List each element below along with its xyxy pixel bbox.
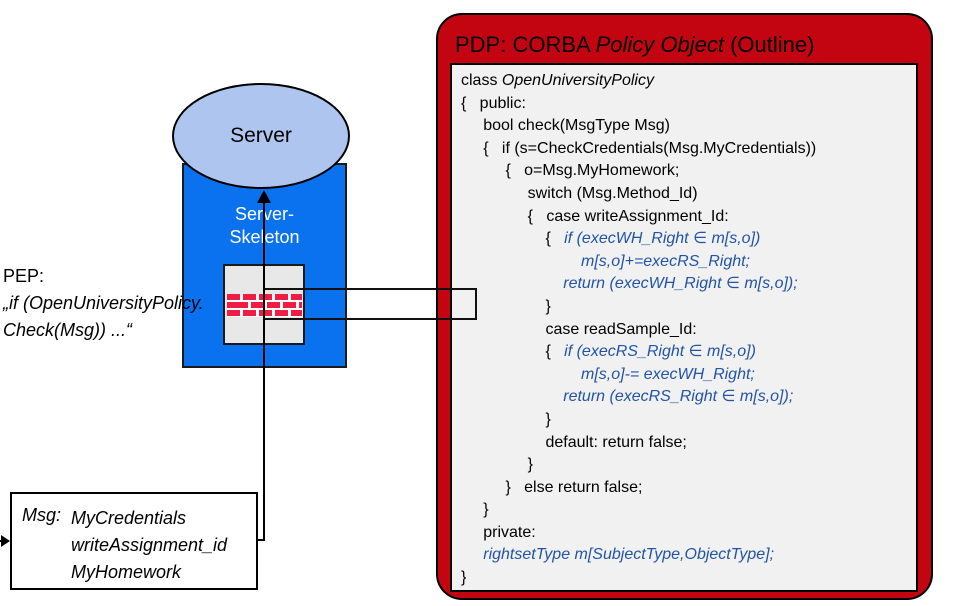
- message-flow-elbow: [256, 539, 265, 541]
- code-line: }: [461, 501, 489, 519]
- code-line: rightsetType m[SubjectType,ObjectType];: [483, 546, 775, 564]
- pep-caption-line1: PEP:: [3, 266, 45, 286]
- code-line: bool check(MsgType Msg): [461, 117, 670, 135]
- pdp-title: PDP: CORBA Policy Object (Outline): [455, 32, 815, 57]
- code-line: { if (execRS_Right ∈ m[s,o]): [461, 343, 756, 361]
- msg-field: MyCredentials: [71, 508, 187, 528]
- code-line: { o=Msg.MyHomework;: [461, 162, 680, 180]
- pep-caption-line2: „if (OpenUniversityPolicy.: [3, 293, 204, 313]
- msg-box: [10, 492, 258, 590]
- message-flow-line: [263, 203, 265, 541]
- code-line: m[s,o]-= execWH_Right;: [581, 365, 755, 383]
- code-line: } else return false;: [461, 478, 643, 496]
- code-line: m[s,o]+=execRS_Right;: [581, 252, 750, 270]
- code-line: return (execWH_Right ∈ m[s,o]);: [563, 275, 798, 293]
- code-lines: class OpenUniversityPolicy { public: bool…: [461, 70, 916, 590]
- code-line: }: [461, 569, 467, 587]
- code-line: { case writeAssignment_Id:: [461, 207, 729, 225]
- code-line: { public:: [461, 94, 526, 112]
- code-line: { if (s=CheckCredentials(Msg.MyCredentia…: [461, 139, 817, 157]
- msg-field: MyHomework: [71, 561, 182, 582]
- msg-field: writeAssignment_id: [71, 534, 228, 555]
- server-label: Server: [230, 124, 292, 147]
- code-line: }: [461, 410, 551, 428]
- code-line: private:: [461, 523, 536, 541]
- server-ellipse: Server: [172, 83, 350, 189]
- code-line: default: return false;: [461, 433, 687, 451]
- code-line: class OpenUniversityPolicy: [461, 72, 654, 89]
- code-line: }: [461, 297, 551, 315]
- code-line: case readSample_Id:: [461, 320, 697, 338]
- message-flow-arrowhead-icon: [257, 190, 271, 203]
- code-line: { if (execWH_Right ∈ m[s,o]): [461, 230, 761, 248]
- policy-code-panel: class OpenUniversityPolicy { public: bool…: [450, 63, 918, 592]
- pep-caption: PEP: „if (OpenUniversityPolicy. Check(Ms…: [3, 263, 253, 344]
- msg-label: Msg:: [22, 505, 62, 525]
- pep-caption-line3: Check(Msg)) ...“: [3, 320, 133, 340]
- code-line: return (execRS_Right ∈ m[s,o]);: [563, 388, 794, 406]
- incoming-msg-arrowhead-icon: [1, 535, 10, 547]
- code-line: }: [461, 456, 534, 474]
- code-line: switch (Msg.Method_Id): [461, 184, 698, 202]
